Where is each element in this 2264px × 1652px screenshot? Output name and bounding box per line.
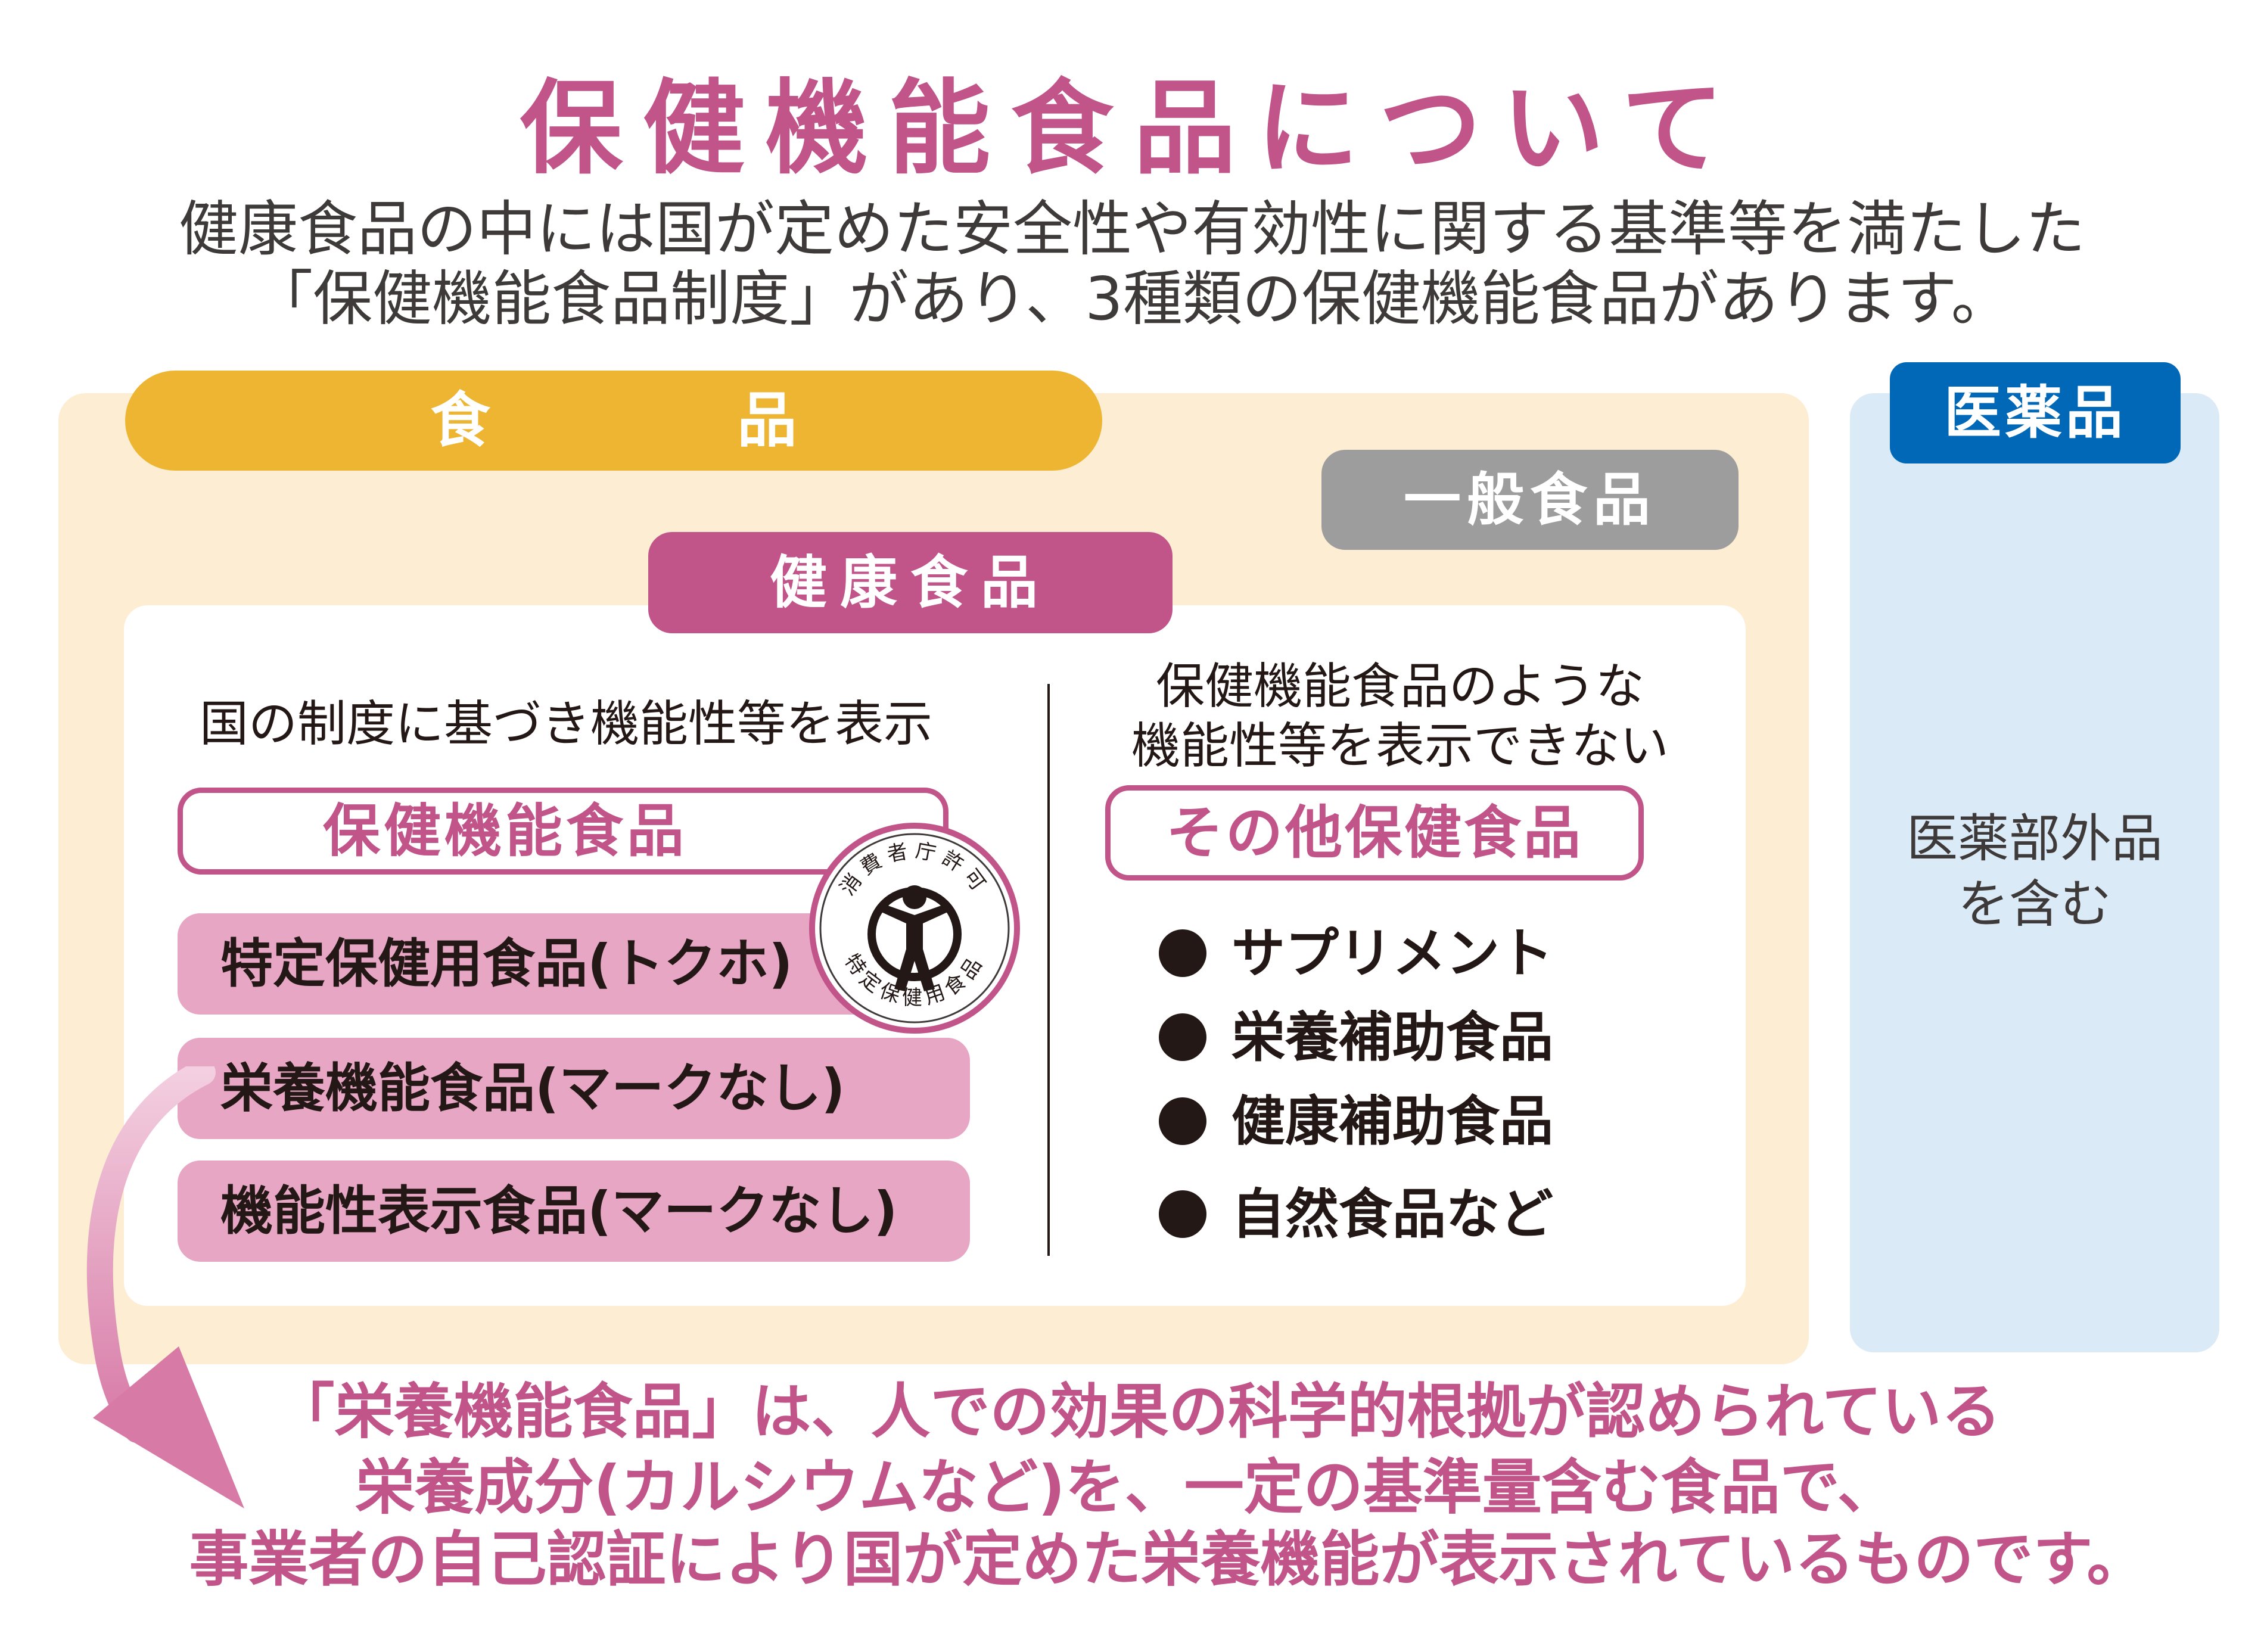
- functional-claims-item: 機能性表示食品(マークなし): [178, 1161, 970, 1262]
- pharmaceuticals-label: 医薬品: [1890, 362, 2181, 463]
- list-item: サプリメント: [1159, 921, 1553, 987]
- quasi-drugs-note-line-1: 医薬部外品: [1907, 809, 2163, 869]
- list-item-label: サプリメント: [1231, 922, 1553, 985]
- list-item: 自然食品など: [1159, 1182, 1553, 1247]
- note-line-3: 事業者の自己認証により国が定めた栄養機能が表示されているものです。: [189, 1525, 2147, 1594]
- list-item-label: 栄養補助食品: [1231, 1006, 1553, 1069]
- intro-line-1: 健康食品の中には国が定めた安全性や有効性に関する基準等を満たした: [179, 194, 2085, 264]
- curved-arrow-icon: [86, 1066, 244, 1508]
- quasi-drugs-note-line-2: を含む: [1958, 875, 2111, 934]
- pharmaceuticals-area: [1850, 393, 2219, 1352]
- list-item: 健康補助食品: [1159, 1089, 1553, 1155]
- bullet-dot-icon: [1159, 1097, 1206, 1146]
- list-item-label: 健康補助食品: [1231, 1090, 1553, 1153]
- tokuho-seal-icon: 消費者庁許可 特定保健用食品: [809, 823, 1020, 1034]
- bullet-dot-icon: [1159, 1013, 1206, 1062]
- list-item: 栄養補助食品: [1159, 1005, 1553, 1071]
- health-food-label: 健康食品: [648, 532, 1173, 633]
- nutrient-function-item: 栄養機能食品(マークなし): [178, 1038, 970, 1139]
- food-category-pill: [125, 371, 1102, 471]
- section-divider: [1047, 684, 1050, 1256]
- other-health-foods-label: その他保健食品: [1105, 785, 1644, 881]
- general-food-label: 一般食品: [1321, 450, 1739, 550]
- bullet-dot-icon: [1159, 1190, 1206, 1239]
- note-line-1: 「栄養機能食品」は、人での効果の科学的根拠が認められている: [275, 1377, 2001, 1446]
- right-section-heading-line-1: 保健機能食品のような: [1155, 658, 1644, 715]
- intro-line-2: 「保健機能食品制度」があり、3種類の保健機能食品があります。: [253, 264, 2011, 334]
- right-section-heading-line-2: 機能性等を表示できない: [1131, 718, 1669, 774]
- food-category-label: 食 品: [430, 385, 797, 455]
- page-title: 保健機能食品について: [520, 69, 1744, 188]
- list-item-label: 自然食品など: [1231, 1183, 1553, 1246]
- foods-with-health-claims-label: 保健機能食品: [323, 798, 688, 864]
- bullet-dot-icon: [1159, 929, 1206, 978]
- note-line-2: 栄養成分(カルシウムなど)を、一定の基準量含む食品で、: [355, 1452, 1897, 1522]
- left-section-heading: 国の制度に基づき機能性等を表示: [199, 696, 932, 752]
